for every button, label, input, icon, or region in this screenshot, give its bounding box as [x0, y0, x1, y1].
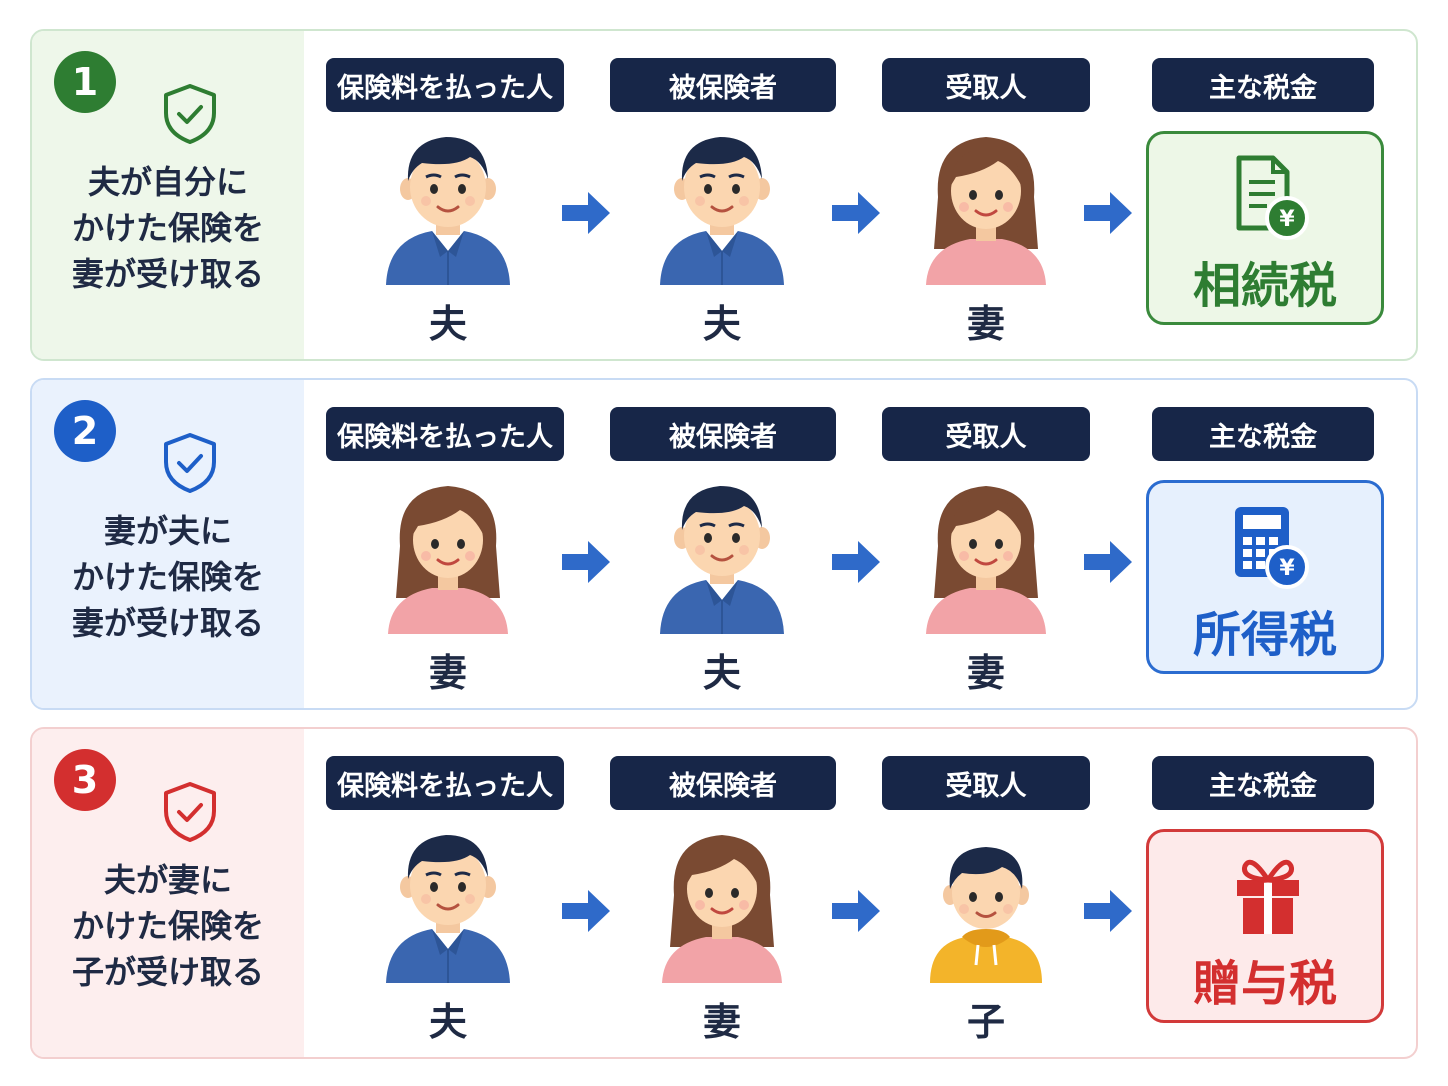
woman-avatar-icon	[378, 476, 518, 636]
shield-check-icon	[162, 781, 218, 843]
shield-check-icon	[162, 432, 218, 494]
recipient-header: 受取人	[882, 58, 1090, 112]
scenario-description: 妻が夫にかけた保険を妻が受け取る	[32, 508, 304, 646]
shield-check-icon	[162, 83, 218, 145]
tax-name: 所得税	[1192, 607, 1337, 663]
tax-box: 贈与税	[1146, 829, 1384, 1023]
recipient-header: 受取人	[882, 756, 1090, 810]
arrow-right-icon	[1082, 538, 1134, 586]
scenario-number-badge: 1	[54, 51, 116, 113]
description-line: かけた保険を	[71, 209, 264, 247]
tax-header: 主な税金	[1152, 407, 1374, 461]
insured-label: 夫	[702, 651, 741, 695]
payer-label: 夫	[428, 1000, 467, 1044]
description-line: かけた保険を	[71, 558, 264, 596]
insured-header: 被保険者	[610, 58, 836, 112]
arrow-right-icon	[830, 887, 882, 935]
woman-avatar-icon	[916, 476, 1056, 636]
scenario-summary: 1 夫が自分にかけた保険を妻が受け取る	[32, 31, 304, 359]
document-yen-icon: ¥	[1223, 152, 1313, 242]
scenario-summary: 3 夫が妻にかけた保険を子が受け取る	[32, 729, 304, 1057]
recipient-header: 受取人	[882, 407, 1090, 461]
man-avatar-icon	[652, 476, 792, 636]
woman-avatar-icon	[916, 127, 1056, 287]
man-avatar-icon	[378, 825, 518, 985]
recipient-label: 子	[966, 1000, 1005, 1044]
svg-text:¥: ¥	[1279, 556, 1295, 581]
payer-header: 保険料を払った人	[326, 58, 564, 112]
description-line: かけた保険を	[71, 907, 264, 945]
payer-header: 保険料を払った人	[326, 756, 564, 810]
woman-avatar-icon	[652, 825, 792, 985]
scenario-summary: 2 妻が夫にかけた保険を妻が受け取る	[32, 380, 304, 708]
recipient-label: 妻	[966, 302, 1005, 346]
tax-name: 贈与税	[1192, 956, 1337, 1012]
scenario-number-badge: 3	[54, 749, 116, 811]
scenario-description: 夫が自分にかけた保険を妻が受け取る	[32, 159, 304, 297]
payer-label: 妻	[428, 651, 467, 695]
payer-header: 保険料を払った人	[326, 407, 564, 461]
arrow-right-icon	[1082, 189, 1134, 237]
insured-label: 妻	[702, 1000, 741, 1044]
child-avatar-icon	[916, 825, 1056, 985]
description-line: 妻が受け取る	[71, 255, 264, 293]
arrow-right-icon	[560, 189, 612, 237]
svg-text:¥: ¥	[1279, 207, 1295, 232]
calculator-yen-icon: ¥	[1223, 501, 1313, 591]
man-avatar-icon	[652, 127, 792, 287]
arrow-right-icon	[560, 538, 612, 586]
description-line: 子が受け取る	[71, 953, 264, 991]
arrow-right-icon	[830, 538, 882, 586]
insured-label: 夫	[702, 302, 741, 346]
tax-header: 主な税金	[1152, 58, 1374, 112]
insured-header: 被保険者	[610, 407, 836, 461]
recipient-label: 妻	[966, 651, 1005, 695]
man-avatar-icon	[378, 127, 518, 287]
scenario-number-badge: 2	[54, 400, 116, 462]
description-line: 妻が受け取る	[71, 604, 264, 642]
arrow-right-icon	[1082, 887, 1134, 935]
description-line: 妻が夫に	[103, 512, 232, 550]
insured-header: 被保険者	[610, 756, 836, 810]
tax-header: 主な税金	[1152, 756, 1374, 810]
description-line: 夫が妻に	[103, 861, 232, 899]
payer-label: 夫	[428, 302, 467, 346]
scenario-description: 夫が妻にかけた保険を子が受け取る	[32, 857, 304, 995]
description-line: 夫が自分に	[87, 163, 248, 201]
tax-box: ¥ 所得税	[1146, 480, 1384, 674]
arrow-right-icon	[830, 189, 882, 237]
gift-icon	[1223, 850, 1313, 940]
tax-name: 相続税	[1192, 258, 1337, 314]
tax-box: ¥ 相続税	[1146, 131, 1384, 325]
arrow-right-icon	[560, 887, 612, 935]
